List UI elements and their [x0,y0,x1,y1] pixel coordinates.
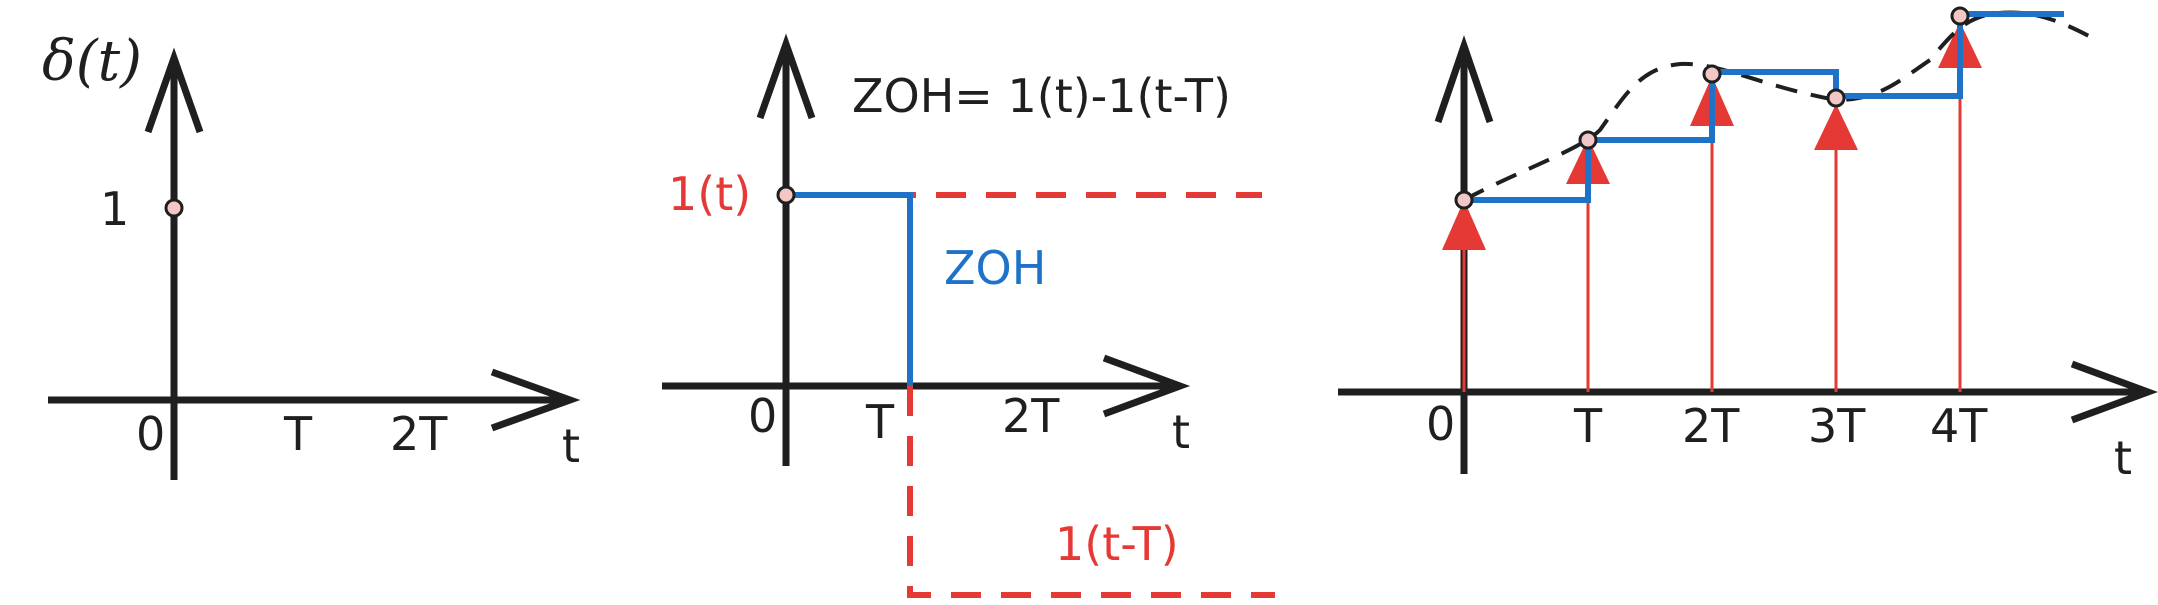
panel-zoh-construction: ZOH= 1(t)-1(t-T) 1(t) ZOH 1(t-T) 0 T 2T … [662,33,1275,598]
unit-step-label: 1(t) [668,167,751,221]
impulse-arrowhead [1442,200,1486,250]
tick-label-0: 0 [136,407,165,461]
tick-label-0: 0 [748,389,777,443]
axis-label-t: t [2114,431,2132,485]
zoh-pulse [786,192,913,386]
tick-label-4T: 4T [1930,399,1988,453]
sample-dot [1578,130,1598,150]
tick-label-2T: 2T [390,407,448,461]
sample-dot [1826,88,1846,108]
panel-impulse: δ(t) 1 0 T 2T t [42,29,581,480]
sample-dot [1702,64,1722,84]
x-axis-arrowhead [2070,360,2158,424]
continuous-signal [1463,10,2101,202]
tick-label-2T: 2T [1002,389,1060,443]
zoh-staircase [1464,11,2064,203]
panel-sampled-signal: 0 T 2T 3T 4T t [1338,6,2158,485]
y-axis-arrowhead [144,47,204,134]
y-axis-arrowhead [1434,35,1494,124]
impulse-value-label: 1 [100,182,129,236]
x-axis-arrowhead [1102,354,1191,418]
tick-label-T: T [1573,399,1603,453]
tick-label-0: 0 [1426,397,1455,451]
axis-label-t: t [562,419,580,473]
impulse-dot [164,198,184,218]
y-axis-arrowhead [756,33,816,120]
sample-dot [776,185,796,205]
impulse-title: δ(t) [42,29,142,94]
tick-label-T: T [283,407,313,461]
tick-label-T: T [865,395,895,449]
x-axis-arrowhead [490,368,581,432]
sample-dots [1454,6,1970,210]
delayed-step-line [907,386,1275,598]
impulse-arrowhead [1814,104,1858,150]
sample-dot [1454,190,1474,210]
tick-label-3T: 3T [1808,399,1866,453]
zoh-label: ZOH [944,241,1046,295]
tick-label-2T: 2T [1682,399,1740,453]
delayed-step-label: 1(t-T) [1055,517,1179,571]
sample-dot [1950,6,1970,26]
axis-label-t: t [1172,405,1190,459]
zoh-formula: ZOH= 1(t)-1(t-T) [852,69,1231,123]
